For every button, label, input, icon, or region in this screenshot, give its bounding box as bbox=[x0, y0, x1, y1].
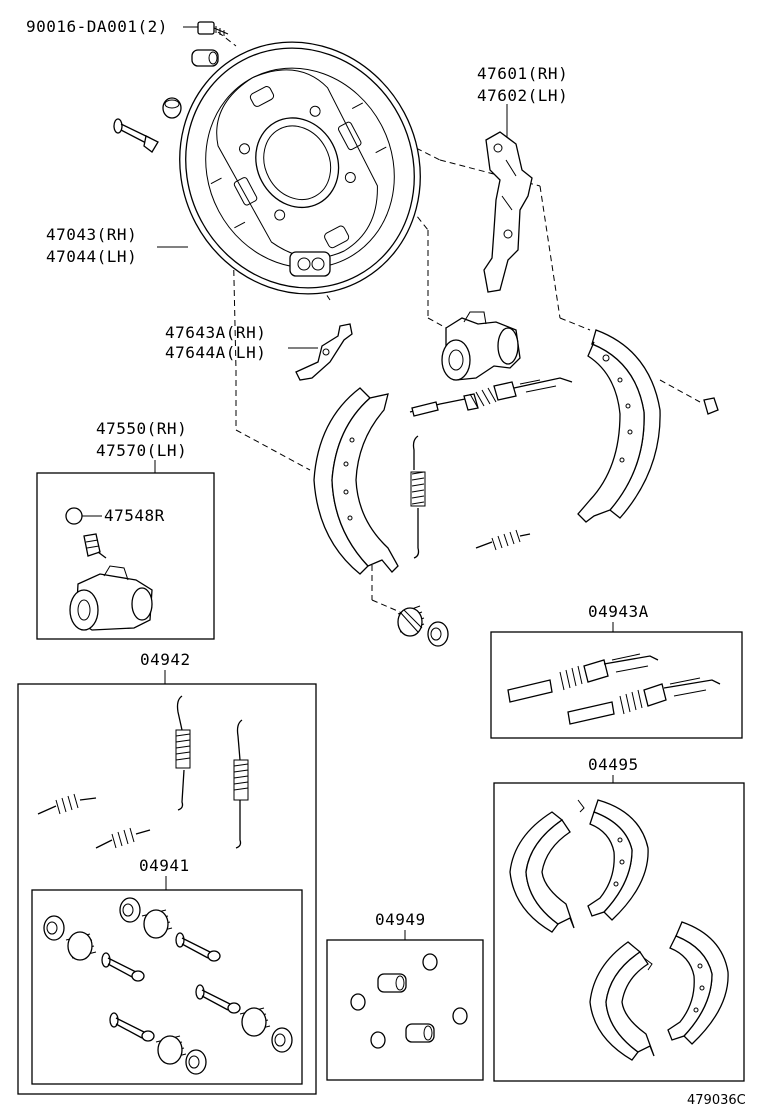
hold-down-cup[interactable] bbox=[427, 621, 449, 647]
kit-04942-box bbox=[17, 683, 317, 1095]
compression-spring[interactable] bbox=[141, 909, 173, 939]
label-shoe-lever-rh[interactable]: 47601(RH) bbox=[477, 64, 568, 83]
diagram-code: 479036C bbox=[687, 1093, 746, 1108]
label-kit-04943a[interactable]: 04943A bbox=[588, 602, 649, 621]
shoe-set-upper[interactable] bbox=[509, 799, 649, 933]
label-backing-plate-lh[interactable]: 47044(LH) bbox=[46, 247, 137, 266]
label-wheel-cylinder-lh[interactable]: 47570(LH) bbox=[96, 441, 187, 460]
brake-shoe-right[interactable] bbox=[577, 329, 661, 523]
label-kit-04949[interactable]: 04949 bbox=[375, 910, 426, 929]
hold-down-pin[interactable] bbox=[101, 952, 145, 982]
spring-long-left[interactable] bbox=[175, 695, 191, 811]
bleeder-screw-icon[interactable] bbox=[83, 533, 107, 559]
shoe-set-lower[interactable] bbox=[589, 921, 729, 1061]
shoe-clip-icon[interactable] bbox=[703, 397, 719, 415]
label-kit-04942[interactable]: 04942 bbox=[140, 650, 191, 669]
kit-04949-box bbox=[326, 939, 484, 1081]
bleeder-cap-icon[interactable] bbox=[65, 507, 83, 525]
spring-short-left[interactable] bbox=[37, 793, 97, 815]
label-kit-04941[interactable]: 04941 bbox=[139, 856, 190, 875]
parking-brake-strut[interactable] bbox=[295, 323, 353, 381]
wheel-cylinder-kit-box bbox=[36, 472, 215, 640]
label-bleeder[interactable]: 47548R bbox=[104, 506, 165, 525]
brake-shoe-left[interactable] bbox=[313, 387, 399, 575]
adjuster-assembly-lower[interactable] bbox=[567, 677, 721, 725]
plug-icon[interactable] bbox=[377, 973, 407, 993]
spring-long-right[interactable] bbox=[233, 719, 249, 849]
label-backing-plate-rh[interactable]: 47043(RH) bbox=[46, 225, 137, 244]
spring-short-middle[interactable] bbox=[95, 827, 151, 849]
hold-down-spring[interactable] bbox=[397, 605, 425, 637]
kit-04943a-box bbox=[490, 631, 743, 739]
label-strut-rh[interactable]: 47643A(RH) bbox=[165, 323, 266, 342]
plug-icon[interactable] bbox=[405, 1023, 435, 1043]
retainer-cup-icon[interactable] bbox=[43, 915, 65, 941]
hold-down-pin-icon[interactable] bbox=[113, 118, 159, 153]
kit-04495-box bbox=[493, 782, 745, 1082]
hold-down-pin[interactable] bbox=[195, 984, 241, 1014]
label-bolt[interactable]: 90016-DA001(2) bbox=[26, 17, 168, 36]
adjuster-assembly-upper[interactable] bbox=[507, 653, 659, 703]
adjuster-assembly[interactable] bbox=[409, 377, 573, 417]
label-shoe-lever-lh[interactable]: 47602(LH) bbox=[477, 86, 568, 105]
plug-icon[interactable] bbox=[191, 49, 219, 67]
label-strut-lh[interactable]: 47644A(LH) bbox=[165, 343, 266, 362]
compression-spring[interactable] bbox=[65, 931, 97, 961]
cap-icon[interactable] bbox=[452, 1007, 468, 1025]
backing-plate[interactable] bbox=[136, 0, 465, 336]
adjusting-spring[interactable] bbox=[475, 529, 531, 551]
hold-down-pin[interactable] bbox=[109, 1012, 155, 1042]
cap-icon[interactable] bbox=[350, 993, 366, 1011]
label-wheel-cylinder-rh[interactable]: 47550(RH) bbox=[96, 419, 187, 438]
hold-down-pin[interactable] bbox=[175, 932, 221, 962]
return-spring-vertical[interactable] bbox=[410, 435, 426, 559]
retainer-cup-icon[interactable] bbox=[185, 1049, 207, 1075]
wheel-cylinder[interactable] bbox=[441, 311, 521, 381]
parking-brake-shoe-lever[interactable] bbox=[483, 131, 533, 293]
cap-icon[interactable] bbox=[162, 97, 182, 119]
kit-04941-box bbox=[31, 889, 303, 1085]
leader-lines bbox=[82, 26, 614, 940]
cap-icon[interactable] bbox=[422, 953, 438, 971]
bolt-icon[interactable] bbox=[197, 21, 229, 36]
compression-spring[interactable] bbox=[239, 1007, 271, 1037]
backing-plate-cylinder-port bbox=[289, 251, 331, 277]
compression-spring[interactable] bbox=[155, 1035, 187, 1065]
cap-icon[interactable] bbox=[370, 1031, 386, 1049]
label-kit-04495[interactable]: 04495 bbox=[588, 755, 639, 774]
retainer-cup-icon[interactable] bbox=[119, 897, 141, 923]
retainer-cup-icon[interactable] bbox=[271, 1027, 293, 1053]
wheel-cylinder-assembly[interactable] bbox=[69, 565, 153, 631]
